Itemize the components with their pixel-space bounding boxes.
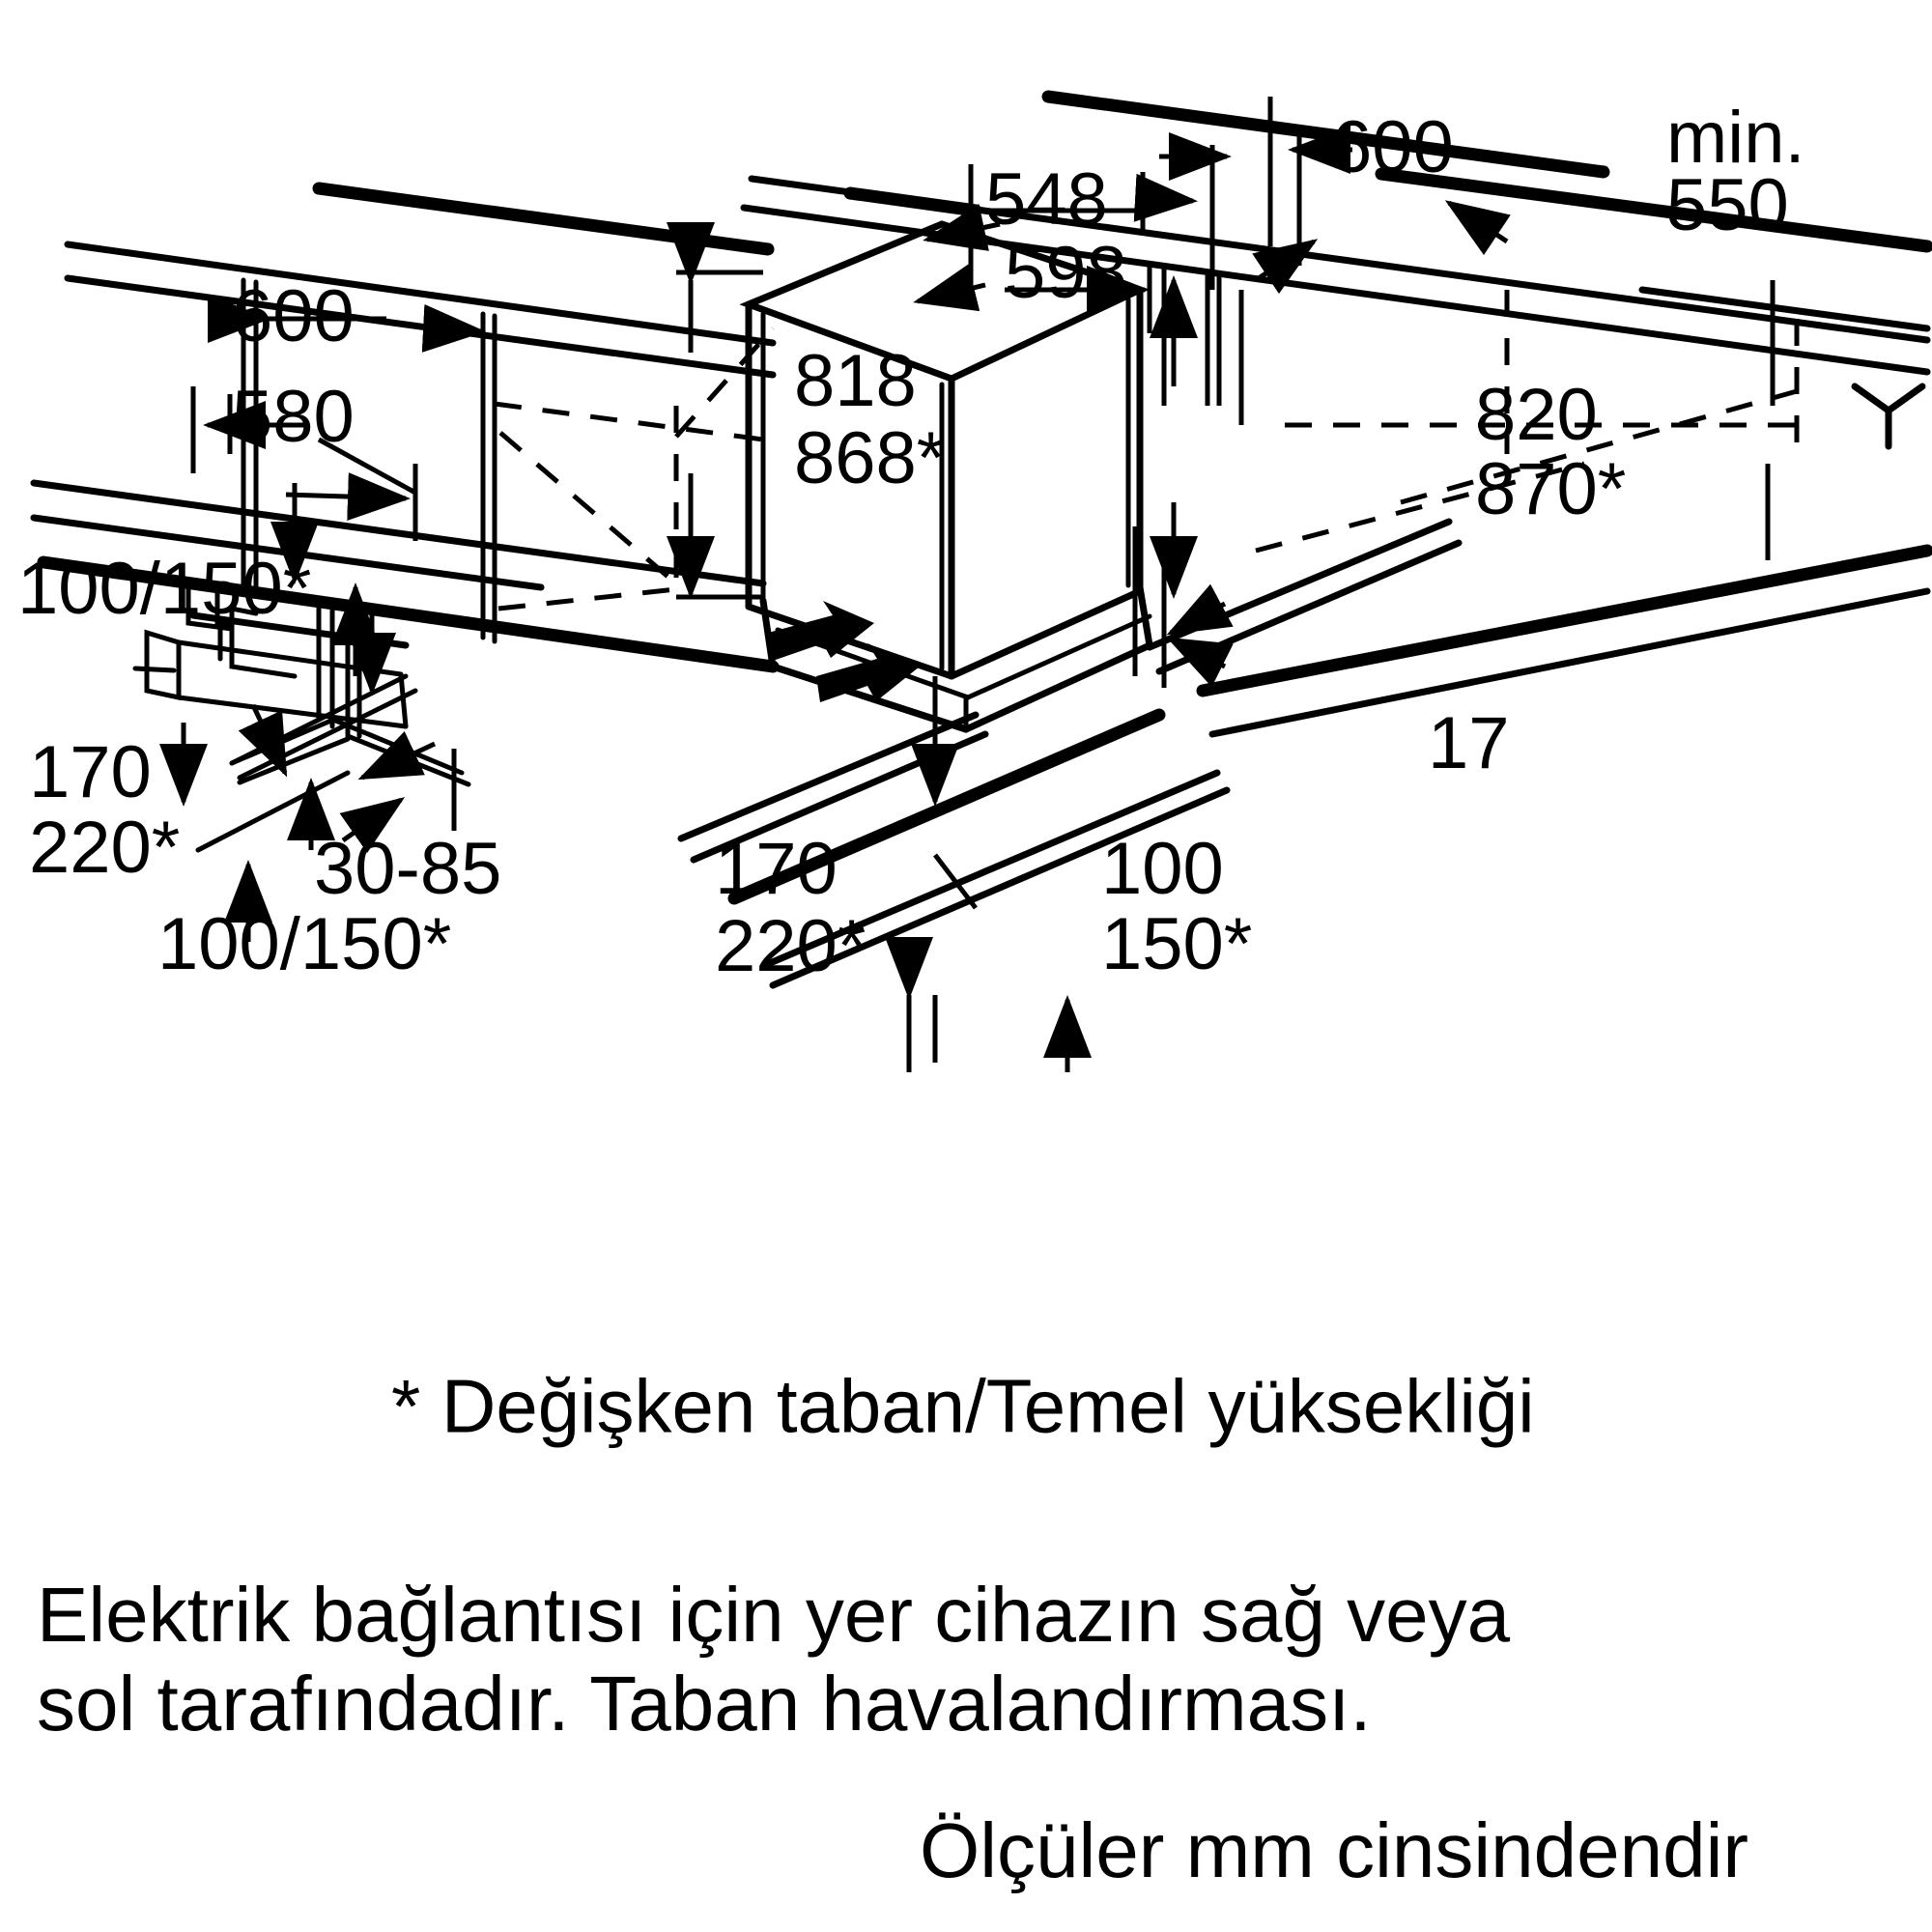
left-cabinet-drawing: 600 580 100/150* 170 220* 30-85 100/150* bbox=[17, 182, 780, 985]
dim-right-548: 548 bbox=[985, 158, 1108, 241]
dim-left-220: 220* bbox=[29, 807, 180, 889]
dim-left-600: 600 bbox=[232, 275, 355, 357]
right-appliance-drawing: 548 598 600 min. 550 818 868* 820 870* 1… bbox=[667, 90, 1932, 1072]
captions-block: * Değişken taban/Temel yüksekliği Elektr… bbox=[37, 1364, 1748, 1894]
dim-left-plinth-100-150: 100/150* bbox=[17, 548, 311, 630]
dim-right-min-prefix: min. bbox=[1666, 97, 1805, 179]
dim-right-870: 870* bbox=[1475, 448, 1626, 530]
dim-left-toe-100-150: 100/150* bbox=[157, 903, 451, 985]
mounting-cross-icon bbox=[1851, 383, 1926, 450]
dim-right-600: 600 bbox=[1331, 106, 1454, 188]
note-units-mm: Ölçüler mm cinsindendir bbox=[920, 1807, 1748, 1893]
note-electrical-line-2: sol tarafındadır. Taban havalandırması. bbox=[37, 1661, 1372, 1747]
dim-right-868: 868* bbox=[794, 417, 945, 499]
dim-right-820: 820 bbox=[1475, 374, 1598, 456]
dim-right-598: 598 bbox=[1005, 232, 1127, 314]
dim-right-100: 100 bbox=[1101, 828, 1224, 910]
dim-right-170: 170 bbox=[715, 828, 838, 910]
footnote-variable-base-height: * Değişken taban/Temel yüksekliği bbox=[391, 1364, 1535, 1449]
dim-right-150: 150* bbox=[1101, 903, 1252, 985]
dim-right-220: 220* bbox=[715, 905, 866, 987]
dim-right-818: 818 bbox=[794, 340, 917, 422]
airflow-arrow-in bbox=[768, 601, 874, 661]
dim-right-min-550: 550 bbox=[1666, 164, 1789, 246]
dim-right-17: 17 bbox=[1428, 702, 1510, 784]
dim-left-30-85: 30-85 bbox=[314, 828, 501, 910]
dim-left-170: 170 bbox=[29, 731, 152, 813]
note-electrical-line-1: Elektrik bağlantısı için yer cihazın sağ… bbox=[37, 1572, 1511, 1658]
dim-left-580: 580 bbox=[232, 376, 355, 458]
airflow-arrow-out bbox=[816, 643, 920, 702]
